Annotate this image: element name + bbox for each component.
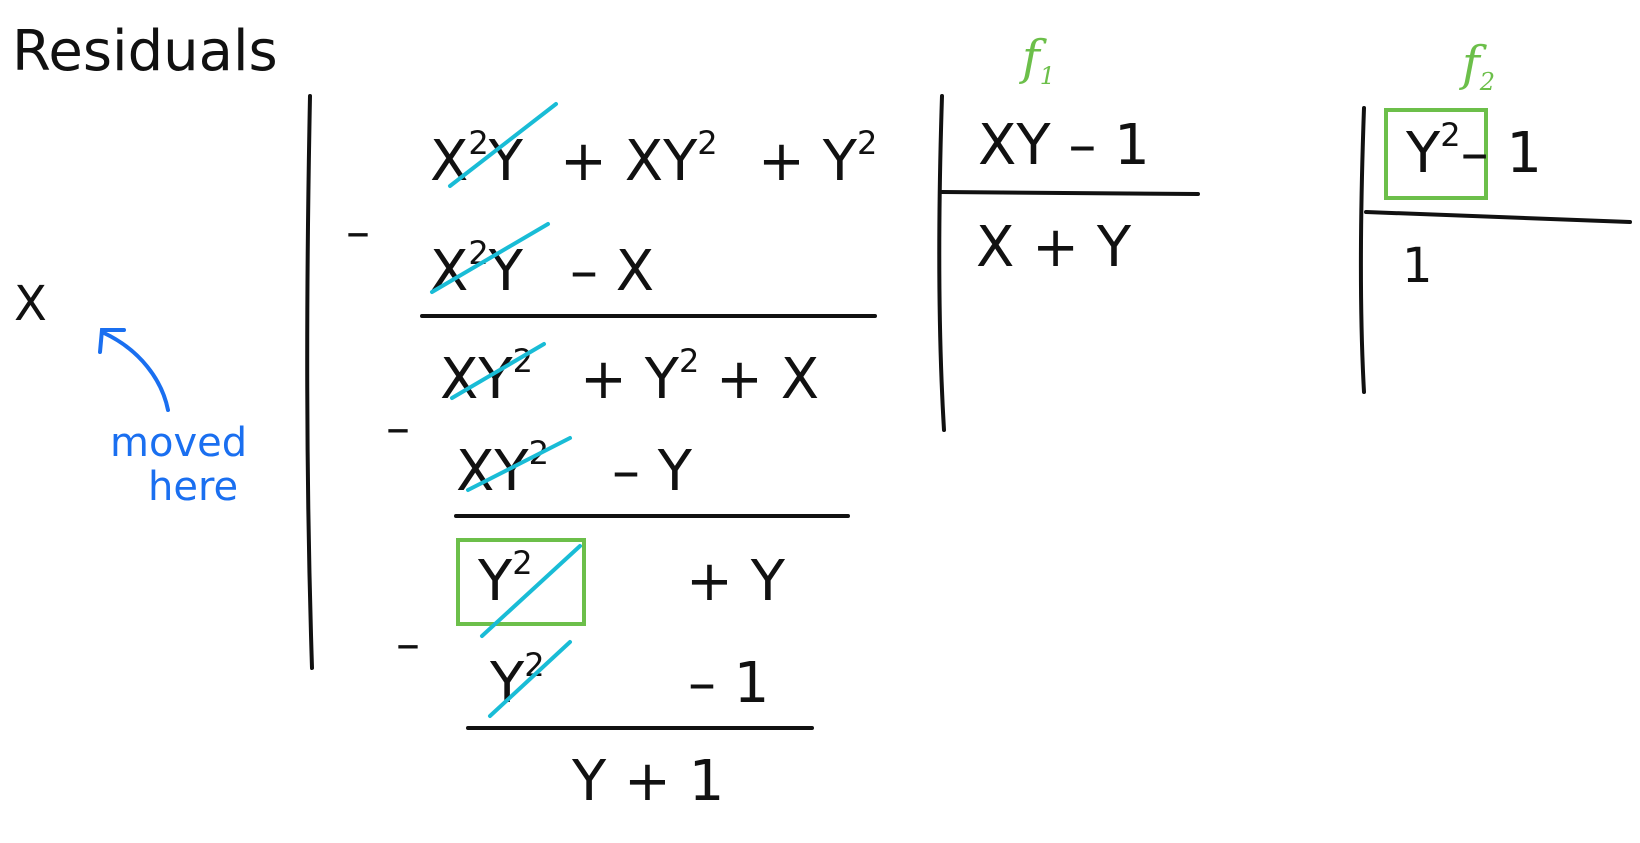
term-y2: Y2: [477, 544, 533, 614]
term-x: + X: [716, 347, 819, 412]
crossout-line: [430, 222, 550, 294]
divisor-label-f2: f2: [1459, 36, 1495, 96]
divisor-f1: f1 XY – 1 X + Y: [937, 30, 1200, 432]
term-xy2: XY2: [440, 342, 533, 412]
quotient-1: X + Y: [976, 215, 1132, 280]
subtract-step-1: – X2Y – X: [346, 204, 877, 318]
remainder-row-2: XY2 + Y2 + X: [440, 342, 819, 412]
subtract-step-2: – XY2 – Y: [386, 400, 850, 518]
final-remainder: Y + 1: [571, 749, 724, 814]
term-xy2: XY2: [456, 434, 549, 504]
term-minus-1: – 1: [688, 651, 769, 716]
annotation-arrow: [102, 331, 170, 412]
subtract-step-3: – Y2 – 1: [396, 616, 814, 730]
moved-here-annotation: moved here: [98, 328, 247, 510]
divisor-bar-vertical: [1359, 106, 1366, 394]
minus-sign: –: [386, 400, 410, 456]
divisor-rule: [940, 190, 1200, 196]
divisor-poly: Y2– 1: [1405, 116, 1542, 186]
leading-term-box: [1384, 108, 1488, 200]
divisor-label-f1: f1: [1019, 30, 1055, 90]
remainder-row-3: Y2 + Y: [456, 538, 786, 638]
annotation-line-1: moved: [110, 420, 247, 466]
term-minus-x: – X: [570, 239, 654, 304]
term-x2y: X2Y: [430, 124, 524, 194]
term-y2: + Y2: [758, 124, 877, 194]
term-x2y: X2Y: [430, 234, 524, 304]
dividend-row: X2Y + XY2 + Y2: [430, 102, 877, 194]
crossout-line: [480, 544, 582, 638]
term-xy2: + XY2: [560, 124, 718, 194]
residual-term: X: [14, 276, 47, 332]
minus-sign: –: [346, 204, 370, 260]
term-y2: + Y2: [580, 342, 699, 412]
term-plus-y: + Y: [686, 549, 786, 614]
crossout-line: [448, 102, 558, 188]
crossout-line: [466, 436, 572, 492]
annotation-line-2: here: [148, 464, 238, 510]
divisor-f2: f2 Y2– 1 1: [1359, 36, 1632, 394]
minus-sign: –: [396, 616, 420, 672]
leading-term-box: [456, 538, 586, 626]
divisor-rule: [1364, 210, 1632, 224]
crossout-line: [488, 640, 572, 718]
division-bar-vertical: [305, 94, 314, 670]
term-minus-y: – Y: [612, 439, 693, 504]
page-title: Residuals: [12, 19, 278, 84]
quotient-2: 1: [1402, 238, 1433, 294]
crossout-line: [450, 342, 546, 400]
divisor-bar-vertical: [937, 94, 946, 432]
divisor-poly: XY – 1: [978, 113, 1150, 178]
arrow-head: [98, 328, 126, 354]
term-y2: Y2: [489, 646, 545, 716]
